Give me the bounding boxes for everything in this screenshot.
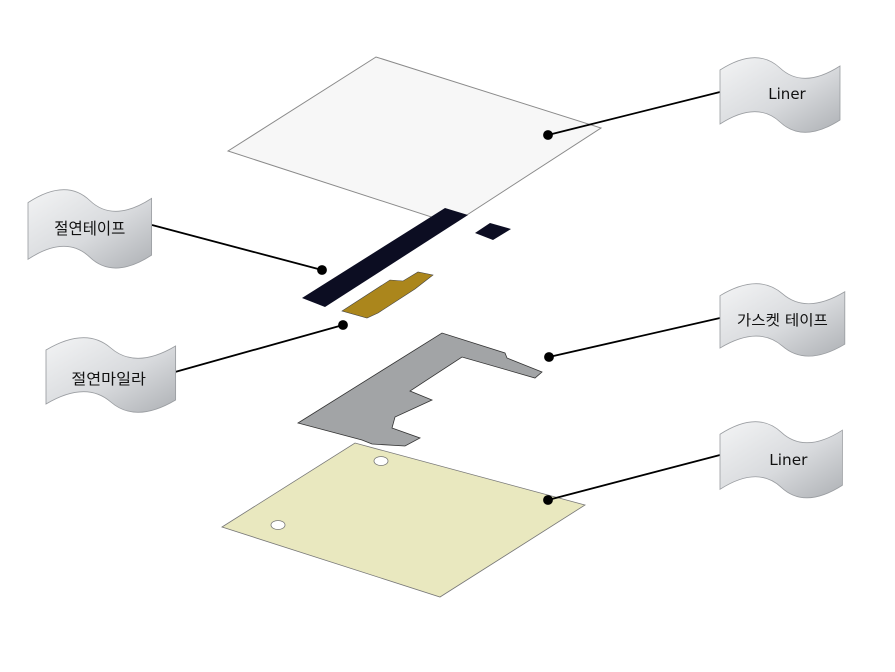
label-gasket-tape: 가스켓 테이프: [737, 312, 828, 329]
label-insulation-mylar: 절연마일라: [71, 371, 146, 388]
insulation-mylar-piece: [341, 271, 434, 319]
liner-bottom-sheet: [221, 442, 586, 598]
leader-dot: [338, 320, 348, 330]
gasket-tape-piece: [297, 332, 543, 447]
label-banner-insulation-mylar: 절연마일라: [45, 337, 177, 413]
leader-line-insulation-tape: [151, 224, 323, 271]
leader-line-insulation-mylar: [174, 324, 344, 373]
leader-dot: [543, 495, 553, 505]
leader-dot: [544, 352, 554, 362]
liner-hole: [373, 456, 389, 466]
liner-top-sheet: [226, 56, 603, 225]
label-banner-liner-bottom: Liner: [719, 421, 843, 499]
insulation-tape-strip: [302, 208, 468, 307]
leader-line-liner-bottom: [547, 454, 721, 501]
label-liner-top: Liner: [768, 85, 806, 103]
label-banner-insulation-tape: 절연테이프: [27, 189, 153, 269]
label-insulation-tape: 절연테이프: [54, 220, 125, 238]
leader-dot: [543, 130, 553, 140]
label-liner-bottom: Liner: [769, 451, 808, 469]
liner-hole: [270, 520, 286, 530]
insulation-tape-square: [475, 223, 511, 240]
label-banner-liner-top: Liner: [719, 57, 841, 133]
leader-dot: [317, 265, 327, 275]
label-banner-gasket-tape: 가스켓 테이프: [719, 283, 846, 357]
leader-line-liner-top: [547, 91, 721, 136]
leader-line-gasket-tape: [548, 317, 721, 358]
